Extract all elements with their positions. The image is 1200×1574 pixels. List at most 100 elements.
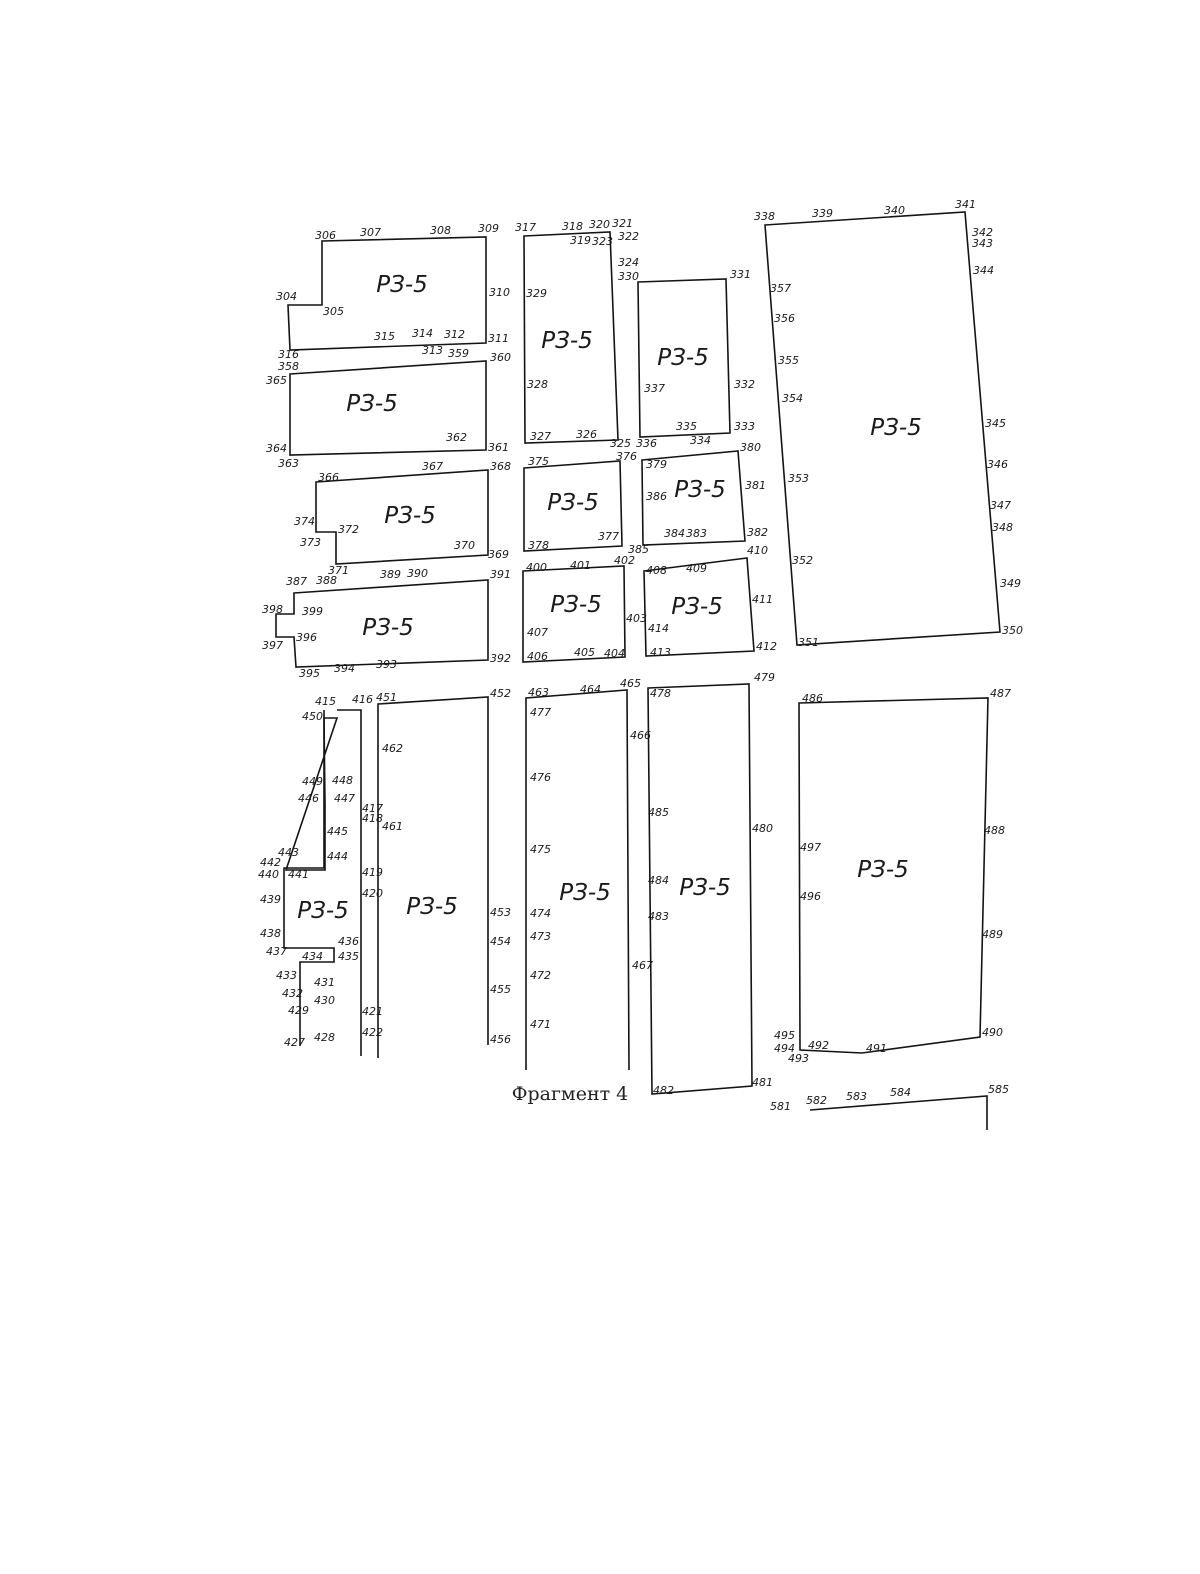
point-label: 326 — [576, 428, 597, 441]
point-label: 376 — [616, 450, 637, 463]
parcel-block-2 — [289, 360, 487, 456]
point-label: 350 — [1002, 624, 1023, 637]
point-label: 477 — [530, 706, 551, 719]
point-label: 417 — [362, 802, 383, 815]
point-label: 450 — [302, 710, 323, 723]
point-label: 398 — [262, 603, 283, 616]
point-label: 480 — [752, 822, 773, 835]
point-label: 363 — [278, 457, 299, 470]
point-label: 489 — [982, 928, 1003, 941]
point-label: 321 — [612, 217, 633, 230]
point-label: 390 — [407, 567, 428, 580]
line-451-452 — [377, 696, 489, 1058]
point-label: 367 — [422, 460, 443, 473]
point-label: 487 — [990, 687, 1011, 700]
point-label: 360 — [490, 351, 511, 364]
point-label: 433 — [276, 969, 297, 982]
point-label: 385 — [628, 543, 649, 556]
point-label: 452 — [490, 687, 511, 700]
parcel-block-10 — [522, 565, 626, 663]
zone-label: РЗ-5 — [657, 345, 709, 371]
parcel-boundaries — [275, 211, 1001, 1130]
point-label: 430 — [314, 994, 335, 1007]
point-label: 472 — [530, 969, 551, 982]
parcel-block-3 — [315, 469, 489, 565]
point-label: 401 — [570, 559, 591, 572]
point-label: 339 — [812, 207, 833, 220]
point-label: 373 — [300, 536, 321, 549]
point-label: 394 — [334, 662, 355, 675]
point-label: 312 — [444, 328, 465, 341]
point-label: 473 — [530, 930, 551, 943]
line-463-465 — [525, 689, 630, 1071]
point-label: 365 — [266, 374, 287, 387]
point-label: 400 — [526, 561, 547, 574]
point-label: 466 — [630, 729, 651, 742]
zone-label: РЗ-5 — [559, 880, 611, 906]
point-label: 315 — [374, 330, 395, 343]
point-label: 481 — [752, 1076, 773, 1089]
point-label: 421 — [362, 1005, 383, 1018]
point-label: 461 — [382, 820, 403, 833]
point-label: 337 — [644, 382, 665, 395]
point-label: 379 — [646, 458, 667, 471]
point-label: 413 — [650, 646, 671, 659]
point-label: 403 — [626, 612, 647, 625]
point-label: 318 — [562, 220, 583, 233]
point-label: 410 — [747, 544, 768, 557]
point-label: 366 — [318, 471, 339, 484]
point-label: 305 — [323, 305, 344, 318]
point-label: 311 — [488, 332, 509, 345]
point-label: 497 — [800, 841, 821, 854]
point-label: 476 — [530, 771, 551, 784]
point-label: 334 — [690, 434, 711, 447]
point-label: 429 — [288, 1004, 309, 1017]
point-label: 351 — [798, 636, 819, 649]
point-label: 442 — [260, 856, 281, 869]
zone-label: РЗ-5 — [297, 898, 349, 924]
point-label: 354 — [782, 392, 803, 405]
point-label: 347 — [990, 499, 1011, 512]
point-label: 493 — [788, 1052, 809, 1065]
point-label: 435 — [338, 950, 359, 963]
point-label: 415 — [315, 695, 336, 708]
point-label: 369 — [488, 548, 509, 561]
point-label: 440 — [258, 868, 279, 881]
point-label: 412 — [756, 640, 777, 653]
point-label: 485 — [648, 806, 669, 819]
point-label: 484 — [648, 874, 669, 887]
point-label: 444 — [327, 850, 348, 863]
point-label: 323 — [592, 235, 613, 248]
point-label: 581 — [770, 1100, 791, 1113]
point-label: 329 — [526, 287, 547, 300]
point-label: 449 — [302, 775, 323, 788]
point-label: 455 — [490, 983, 511, 996]
point-label: 388 — [316, 574, 337, 587]
point-label: 333 — [734, 420, 755, 433]
point-label: 486 — [802, 692, 823, 705]
point-label: 448 — [332, 774, 353, 787]
point-label: 471 — [530, 1018, 551, 1031]
point-label: 474 — [530, 907, 551, 920]
point-label: 348 — [992, 521, 1013, 534]
point-label: 406 — [527, 650, 548, 663]
point-label: 439 — [260, 893, 281, 906]
point-label: 375 — [528, 455, 549, 468]
point-label: 422 — [362, 1026, 383, 1039]
point-label: 340 — [884, 204, 905, 217]
point-label: 463 — [528, 686, 549, 699]
parcel-block-12 — [798, 697, 989, 1054]
point-label: 371 — [328, 564, 349, 577]
zone-label: РЗ-5 — [674, 477, 726, 503]
point-label: 494 — [774, 1042, 795, 1055]
point-label: 306 — [315, 229, 336, 242]
zone-label: РЗ-5 — [547, 490, 599, 516]
point-label: 445 — [327, 825, 348, 838]
point-label: 304 — [276, 290, 297, 303]
parcel-block-6 — [637, 278, 731, 438]
point-label: 352 — [792, 554, 813, 567]
point-label: 446 — [298, 792, 319, 805]
line-582-585 — [809, 1095, 988, 1130]
point-label: 399 — [302, 605, 323, 618]
point-label: 437 — [266, 945, 287, 958]
